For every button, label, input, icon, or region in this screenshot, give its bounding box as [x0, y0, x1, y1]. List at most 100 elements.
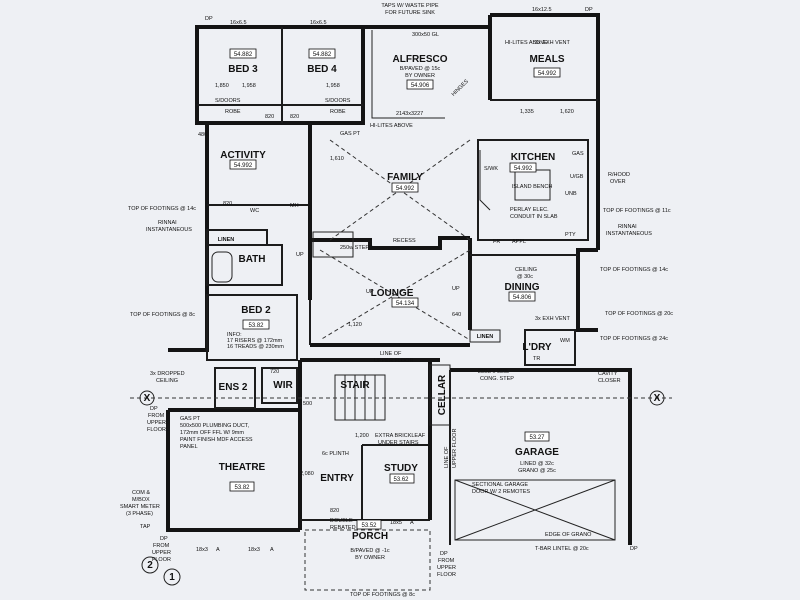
section-marker-2: [141, 556, 159, 574]
dim820c-label: 820: [330, 508, 339, 514]
dim-1958a: 1,958: [242, 83, 256, 89]
dp-from3: UPPER: [147, 420, 166, 426]
room-study-label: STUDY: [384, 463, 418, 474]
garage-cross2: [454, 479, 616, 541]
bed4-area-box: [308, 48, 336, 59]
tap-note2: FOR FUTURE SINK: [385, 10, 435, 16]
room-kitchen-area: 54.992: [514, 166, 533, 172]
rinnai-left2: INSTANTANEOUS: [146, 227, 192, 233]
bathtub: [211, 251, 233, 283]
com-meter2: M/BOX: [132, 497, 150, 503]
family-area-box: [391, 182, 419, 193]
dp-from-upper-r1: DP: [440, 551, 448, 557]
gas-note2: 500x500 PLUMBING DUCT,: [180, 423, 250, 429]
room-lounge-label: LOUNGE: [371, 288, 414, 299]
double-rebated2: REBATED: [330, 525, 356, 531]
dim-1200: 1,200: [355, 433, 369, 439]
line-of-upper4: UPPER FLOOR: [452, 429, 458, 468]
room-lounge-area: 54.134: [396, 301, 415, 307]
room-family-area: 54.992: [396, 186, 415, 192]
section-x-left: X: [144, 393, 151, 404]
room-activity-label: ACTIVITY: [220, 150, 266, 161]
garage-note2: GRANO @ 25c: [518, 468, 556, 474]
dim-500: 500: [303, 401, 312, 407]
bath-box: [206, 244, 283, 286]
rinnai-left1: RINNAI: [158, 220, 177, 226]
dim-bot1: 18x3: [196, 547, 208, 553]
plinth-label: 6c PLINTH: [322, 451, 349, 457]
com-meter4: (3 PHASE): [126, 511, 153, 517]
cavity-label: CAVITY: [598, 371, 618, 377]
dp-from1: DP: [150, 406, 158, 412]
bedroom-block-wall: [195, 25, 365, 125]
dp-from-upper-r2: FROM: [438, 558, 455, 564]
dp-from-upper-r3: UPPER: [437, 565, 456, 571]
room-theatre-area: 53.82: [234, 485, 250, 491]
room-kitchen-label: KITCHEN: [511, 152, 555, 163]
wc-label: WC: [250, 208, 259, 214]
rhood-label: R/HOOD: [608, 172, 630, 178]
room-study-area: 53.62: [393, 477, 409, 483]
dim-640: 640: [452, 312, 461, 318]
room-dining-area: 54.806: [513, 295, 532, 301]
dp-left-bot2: FROM: [153, 543, 170, 549]
dropped-ceiling2: CEILING: [156, 378, 178, 384]
room-bed2-label: BED 2: [241, 305, 271, 316]
robe1-label: ROBE: [225, 109, 241, 115]
stair-info2: 17 RISERS @ 172mm: [227, 338, 283, 344]
extra-brick1: EXTRA BRICKLEAF: [375, 433, 426, 439]
top-footings-bottom: TOP OF FOOTINGS @ 8c: [350, 592, 415, 598]
room-alfresco-area: 54.906: [411, 83, 430, 89]
room-alfresco-label: ALFRESCO: [393, 54, 448, 65]
alfresco-note1: B/PAVED @ 15c: [400, 66, 441, 72]
perlay-label: PERLAY ELEC.: [510, 207, 549, 213]
upper-stair: [312, 231, 354, 258]
top-footings-left2: TOP OF FOOTINGS @ 8c: [130, 312, 195, 318]
tap-note1: TAPS W/ WASTE PIPE: [381, 3, 438, 9]
dim-480: 480: [198, 132, 207, 138]
hinges-label: HINGES: [451, 78, 470, 97]
alfresco-area-box: [406, 79, 434, 90]
dp-left-bot3: UPPER: [152, 550, 171, 556]
dim-1958b: 1,958: [326, 83, 340, 89]
gas-note5: PANEL: [180, 444, 198, 450]
dp-from4: FLOOR: [147, 427, 166, 433]
room-theatre-label: THEATRE: [219, 462, 266, 473]
garage-outer: [450, 368, 632, 545]
dim-1335: 1,335: [520, 109, 534, 115]
top-footings-right1: TOP OF FOOTINGS @ 11c: [603, 208, 671, 214]
dim-bot3: 18x5: [390, 520, 402, 526]
room-garage-label: GARAGE: [515, 447, 559, 458]
room-porch-area: 53.52: [361, 523, 377, 529]
dim-1620: 1,620: [560, 109, 574, 115]
room-garage-area: 53.27: [529, 435, 545, 441]
room-bath-label: BATH: [238, 254, 265, 265]
porch-note1: B/PAVED @ -1c: [350, 548, 390, 554]
room-ens2-label: ENS 2: [219, 382, 248, 393]
right-wall-mid: [576, 248, 598, 332]
kitchen-outline: [477, 139, 589, 241]
ugb-label: U/GB: [570, 174, 584, 180]
sdoors2-label: S/DOORS: [325, 98, 351, 104]
dim-720: 720: [270, 369, 279, 375]
beam-label: 300x50 GL: [412, 32, 439, 38]
garage-note1: LINED @ 32c: [520, 461, 554, 467]
dim820b-label: 820: [290, 114, 299, 120]
appl-label: APPL: [512, 239, 526, 245]
sectional1: SECTIONAL GARAGE: [472, 482, 528, 488]
recess-label: RECESS: [393, 238, 416, 244]
extra-brick2: UNDER STAIRS: [378, 440, 419, 446]
garage-door: [454, 479, 616, 541]
room-linen-label: LINEN: [218, 237, 235, 243]
gas-note4: PAINT FINISH MDF ACCESS: [180, 437, 253, 443]
dp-bottom-right: DP: [630, 546, 638, 552]
tap-label: TAP: [140, 524, 151, 530]
section-marker-1-label: 1: [169, 572, 175, 583]
dim-bot2: 18x3: [248, 547, 260, 553]
room-linen2-label: LINEN: [477, 334, 494, 340]
dp-top-right: DP: [585, 7, 593, 13]
alfresco-note2: BY OWNER: [405, 73, 435, 79]
porch-outline: [304, 529, 431, 591]
exhaust-label: 3x EXH VENT: [535, 40, 570, 46]
